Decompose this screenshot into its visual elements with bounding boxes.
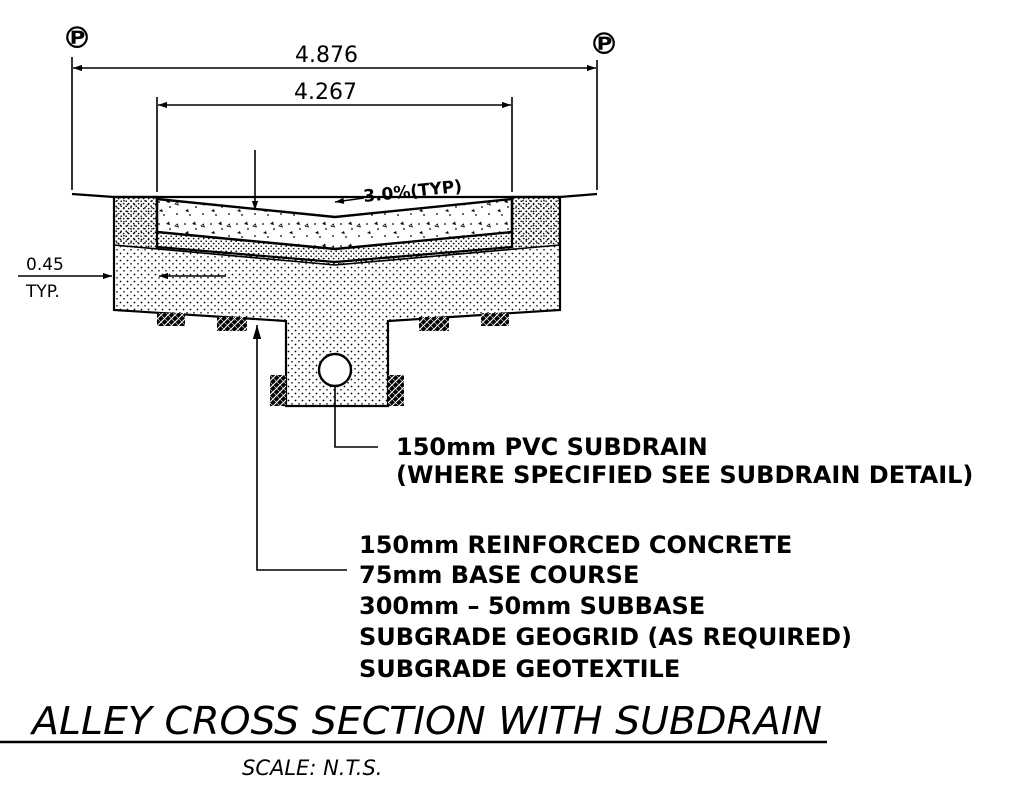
property-line-right-mark: ℗ (589, 27, 619, 62)
slope-arrow (334, 197, 365, 204)
dimension-overall: 4.876 (295, 43, 358, 68)
layers-leader (252, 325, 347, 571)
ground-line (71, 192, 598, 199)
extension-lines (71, 57, 598, 192)
property-line-left-mark: ℗ (62, 21, 92, 56)
subdrain-pipe (317, 352, 353, 388)
subdrain-callout-line-1: 150mm PVC SUBDRAIN (396, 433, 708, 461)
subdrain-leader (334, 386, 378, 448)
layer-callout-line-3: 300mm – 50mm SUBBASE (359, 592, 705, 620)
layer-callout-line-5: SUBGRADE GEOTEXTILE (359, 655, 680, 683)
geotextile-blocks (157, 313, 509, 406)
edge-offset-value: 0.45 (26, 255, 64, 275)
concrete-slab (155, 197, 514, 251)
layer-callout-line-4: SUBGRADE GEOGRID (AS REQUIRED) (359, 623, 852, 651)
dimension-pavement: 4.267 (294, 80, 357, 105)
slope-label: 3.0%(TYP) (362, 177, 463, 207)
drawing-scale: SCALE: N.T.S. (242, 756, 382, 780)
edge-offset-note: TYP. (25, 282, 60, 302)
layer-callout-line-1: 150mm REINFORCED CONCRETE (359, 531, 792, 559)
layer-callout-line-2: 75mm BASE COURSE (359, 561, 639, 589)
subdrain-callout-line-2: (WHERE SPECIFIED SEE SUBDRAIN DETAIL) (396, 461, 973, 489)
drawing-title: ALLEY CROSS SECTION WITH SUBDRAIN (29, 699, 822, 743)
